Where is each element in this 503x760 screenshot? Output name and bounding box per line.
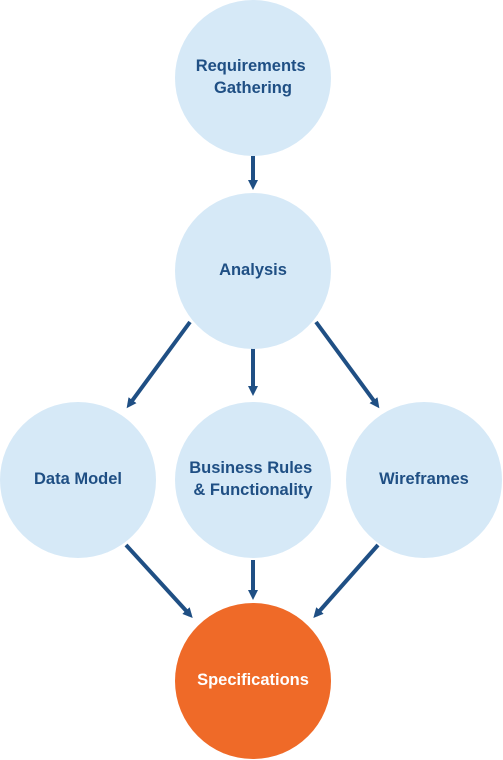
node-circle — [175, 193, 331, 349]
node-label: Specifications — [197, 671, 309, 689]
node-analysis: Analysis — [175, 193, 331, 349]
node-circle — [175, 402, 331, 558]
node-label: Wireframes — [379, 470, 469, 488]
node-requirements-gathering: Requirements Gathering — [175, 0, 331, 156]
node-label-line-1: Data Model — [34, 470, 122, 488]
arrow-data-model-to-specifications — [124, 543, 193, 618]
node-label-line-1: Analysis — [219, 261, 287, 279]
node-label-line-1: Wireframes — [379, 470, 469, 488]
node-label-line-1: Business Rules — [189, 459, 312, 477]
node-label: Requirements Gathering — [196, 57, 311, 97]
arrow-analysis-to-wireframes — [314, 320, 380, 409]
arrow-analysis-to-data-model — [126, 320, 192, 409]
node-specifications: Specifications — [175, 603, 331, 759]
node-label-line-2: & Functionality — [193, 481, 313, 499]
edges-group — [124, 156, 380, 618]
node-label-line-2: Gathering — [214, 79, 292, 97]
node-circle — [175, 0, 331, 156]
node-label: Business Rules & Functionality — [189, 459, 316, 499]
arrow-wireframes-to-specifications — [313, 543, 380, 618]
node-label: Analysis — [219, 261, 287, 279]
node-circle — [346, 402, 502, 558]
node-label: Data Model — [34, 470, 122, 488]
node-label-line-1: Requirements — [196, 57, 306, 75]
node-circle — [175, 603, 331, 759]
node-label-line-1: Specifications — [197, 671, 309, 689]
node-wireframes: Wireframes — [346, 402, 502, 558]
node-business-rules-functionality: Business Rules & Functionality — [175, 402, 331, 558]
node-data-model: Data Model — [0, 402, 156, 558]
node-circle — [0, 402, 156, 558]
